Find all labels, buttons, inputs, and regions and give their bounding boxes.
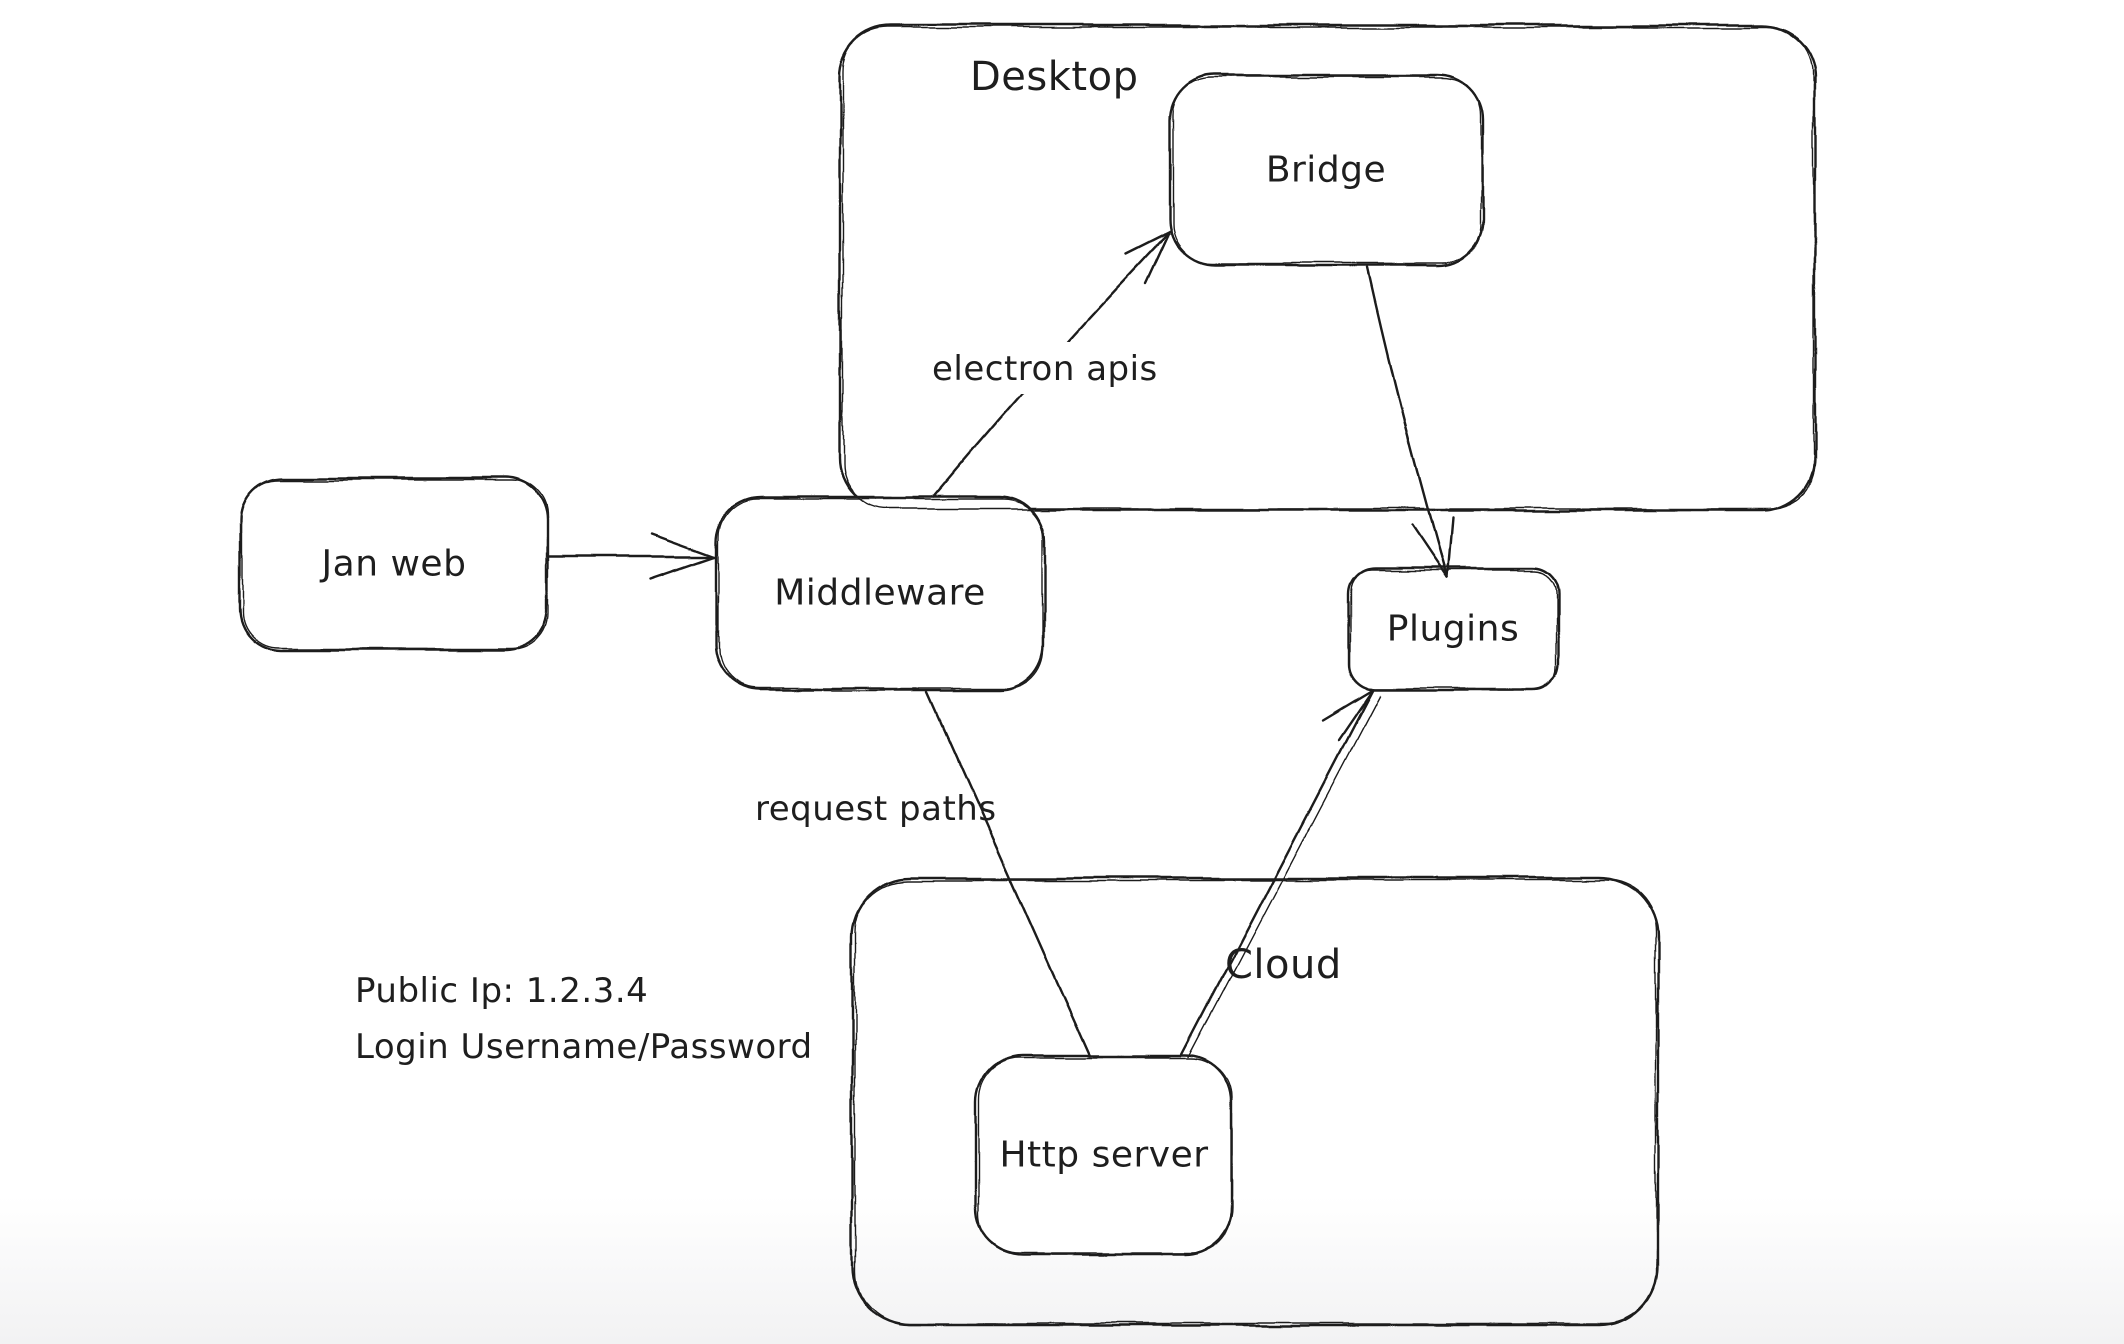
node-jan-web-box[interactable] xyxy=(238,476,550,652)
edge-http-server-to-plugins[interactable] xyxy=(1180,688,1380,1059)
node-plugins-label: Plugins xyxy=(1387,609,1519,650)
sketch-overstroke xyxy=(242,26,1815,1325)
container-cloud-box[interactable] xyxy=(850,876,1660,1327)
node-plugins-box[interactable] xyxy=(1346,566,1560,692)
arrowhead xyxy=(1144,230,1172,286)
arrowhead xyxy=(649,532,716,559)
arrowhead xyxy=(648,555,716,581)
container-desktop-label: Desktop xyxy=(970,54,1138,100)
container-desktop-box[interactable] xyxy=(838,23,1817,512)
node-jan-web-label: Jan web xyxy=(320,544,467,585)
arrowhead xyxy=(1336,688,1374,742)
edge-label-electron-apis[interactable]: electron apis xyxy=(932,349,1158,389)
arrowhead xyxy=(1320,688,1374,722)
node-http-server-label: Http server xyxy=(999,1135,1208,1176)
annotation-login-credentials[interactable]: Login Username/Password xyxy=(355,1027,813,1067)
node-bridge-box[interactable] xyxy=(1168,73,1484,267)
arrowhead xyxy=(1445,516,1454,580)
node-http-server-box[interactable] xyxy=(974,1054,1234,1256)
edge-label-mask xyxy=(920,342,1216,394)
edge-bridge-to-plugins[interactable] xyxy=(1366,265,1454,580)
annotation-public-ip[interactable]: Public Ip: 1.2.3.4 xyxy=(355,971,648,1011)
node-middleware-box[interactable] xyxy=(714,495,1046,692)
node-bridge-label: Bridge xyxy=(1266,150,1386,191)
node-middleware-label: Middleware xyxy=(774,573,986,614)
container-cloud-label: Cloud xyxy=(1225,942,1342,988)
edge-label-request-paths[interactable]: request paths xyxy=(755,789,997,829)
edge-jan-web-to-middleware[interactable] xyxy=(546,532,716,581)
arrowhead xyxy=(1124,230,1172,256)
edge-middleware-to-http-server[interactable] xyxy=(926,690,1092,1058)
